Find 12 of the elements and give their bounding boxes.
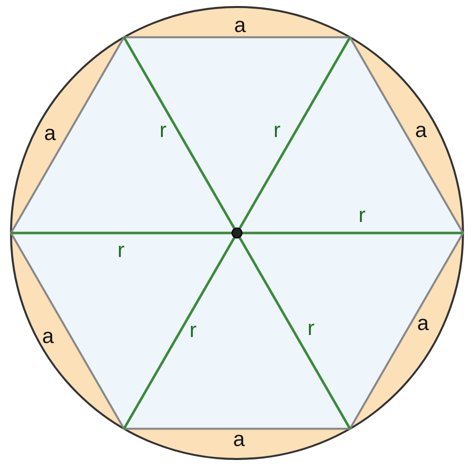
radius-label: r — [308, 317, 314, 340]
side-label: a — [233, 428, 245, 451]
side-label: a — [417, 312, 429, 335]
side-label: a — [44, 122, 56, 145]
side-label: a — [42, 325, 54, 348]
radius-label: r — [118, 239, 124, 262]
radius-label: r — [274, 119, 280, 142]
radius-label: r — [190, 319, 196, 342]
radius-label: r — [358, 204, 366, 227]
side-label: a — [234, 14, 246, 37]
radius-label: r — [160, 119, 166, 142]
side-label: a — [415, 119, 427, 142]
